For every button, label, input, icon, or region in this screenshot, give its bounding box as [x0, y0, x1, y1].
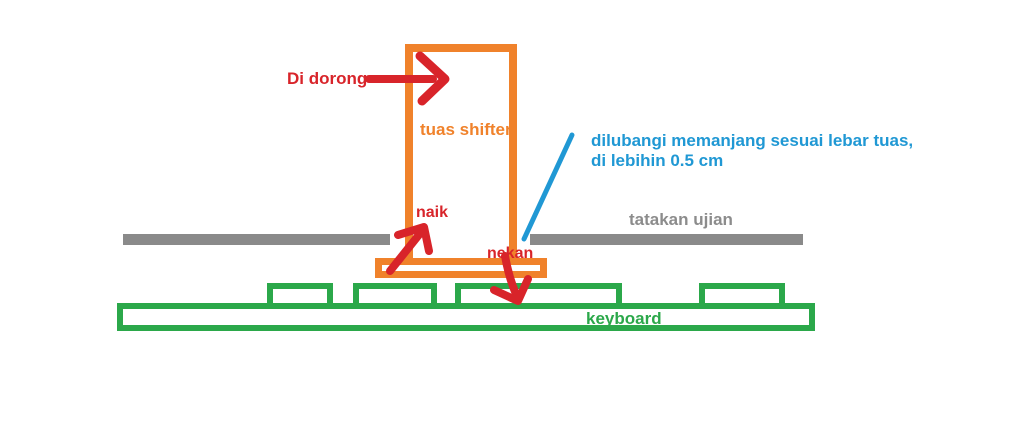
keyboard-label: keyboard: [586, 309, 662, 328]
push-label: Di dorong: [287, 69, 368, 88]
test-plate-right-bar: [530, 234, 803, 245]
test-plate-left-bar: [123, 234, 390, 245]
hole-note-line-1: dilubangi memanjang sesuai lebar tuas,: [591, 131, 914, 150]
up-label: naik: [416, 204, 449, 221]
keyboard-key-1: [267, 283, 333, 305]
press-label: nekan: [487, 245, 534, 262]
keyboard-key-4: [699, 283, 785, 305]
test-plate-label: tatakan ujian: [629, 210, 733, 229]
keyboard-body-rect: [117, 303, 815, 331]
keyboard-key-2: [353, 283, 437, 305]
shifter-lever-rect: [405, 44, 517, 265]
keyboard-key-3: [455, 283, 622, 305]
hole-note-label: dilubangi memanjang sesuai lebar tuas, d…: [591, 131, 913, 172]
lever-label: tuas shifter: [420, 120, 512, 139]
hole-note-line-2: di lebihin 0.5 cm: [591, 151, 724, 171]
hole-note-leader-line: [521, 132, 575, 242]
